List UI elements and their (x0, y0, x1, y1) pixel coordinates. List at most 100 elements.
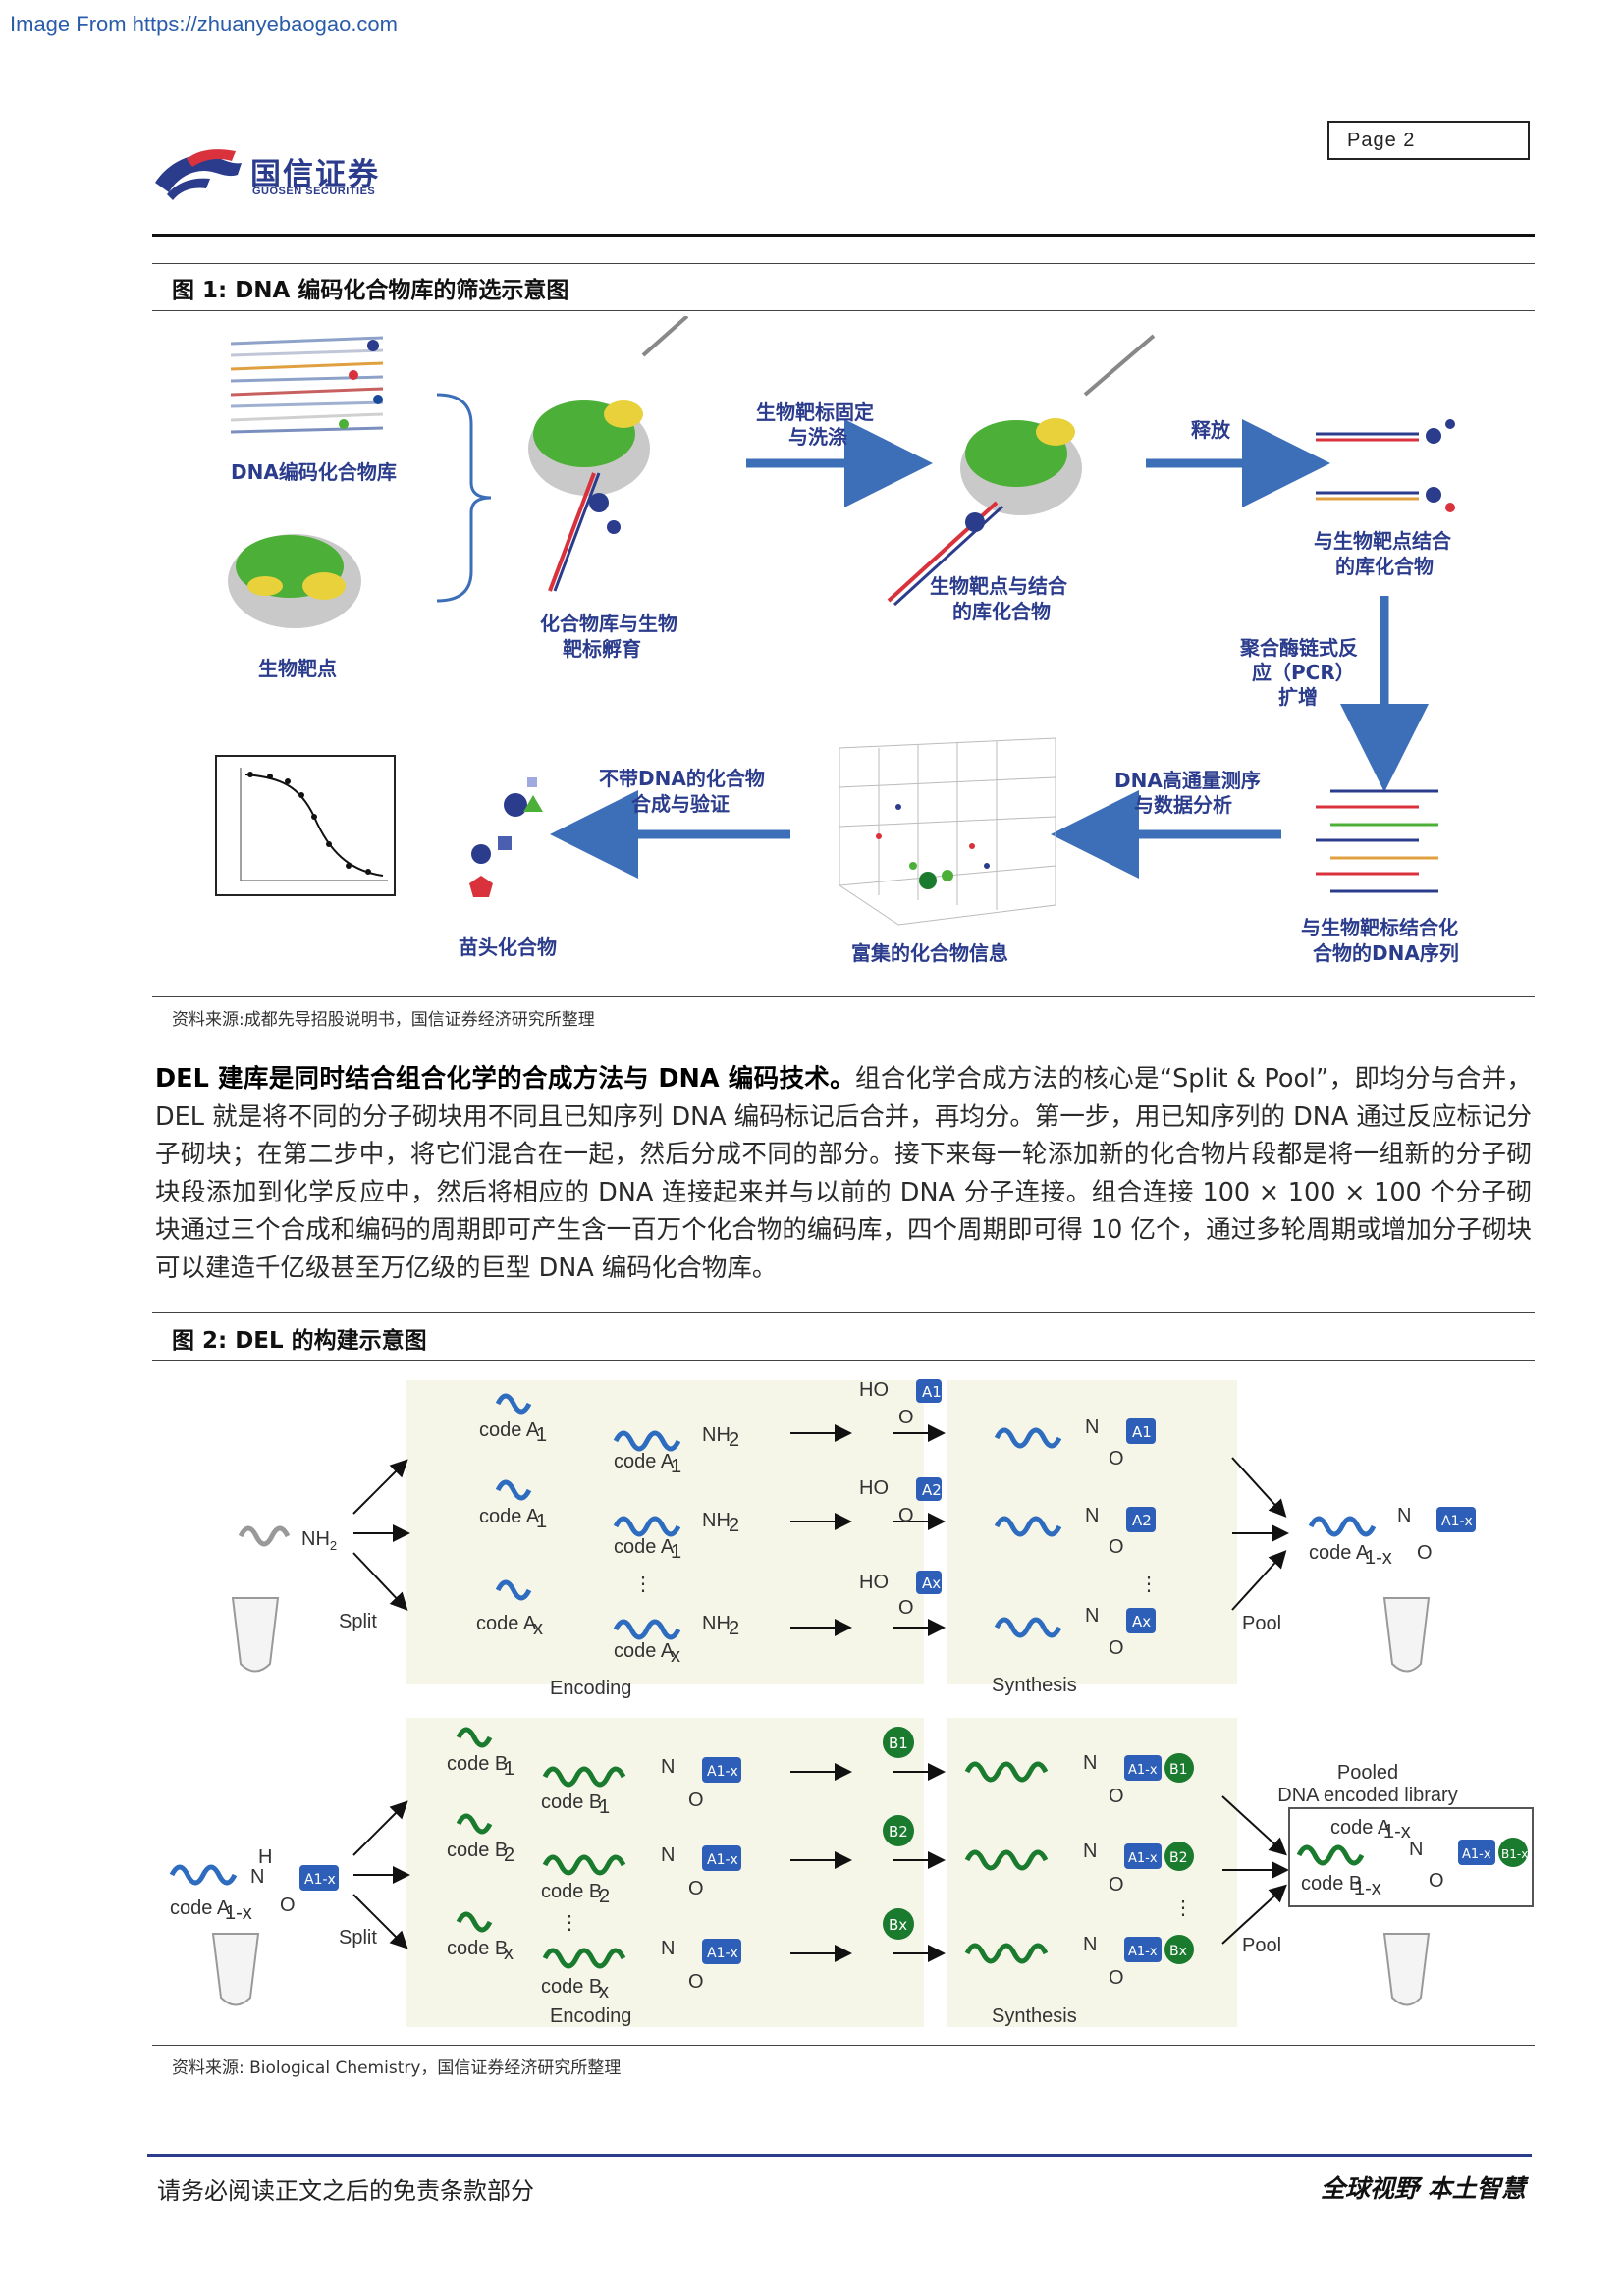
svg-text:⋮: ⋮ (1139, 1574, 1159, 1595)
svg-text:N: N (1083, 1841, 1097, 1862)
svg-text:A1: A1 (922, 1383, 942, 1401)
amplified-dna-icon (1316, 789, 1438, 893)
svg-text:2: 2 (599, 1886, 610, 1907)
svg-text:NH: NH (702, 1424, 731, 1446)
dose-response-chart-icon (215, 755, 396, 896)
label-incubate-1: 化合物库与生物 (540, 612, 677, 635)
svg-text:code A: code A (479, 1419, 540, 1441)
nh2-start: NH2 (301, 1528, 337, 1553)
encoding-label-top: Encoding (550, 1678, 631, 1699)
svg-text:1-x: 1-x (1354, 1878, 1381, 1899)
fig2-top-rule (152, 1312, 1535, 1313)
svg-text:HO: HO (859, 1379, 889, 1401)
svg-text:NH: NH (702, 1613, 731, 1634)
tube-icon (231, 1597, 280, 1673)
label-released-2: 的库化合物 (1335, 555, 1434, 578)
svg-text:N: N (1085, 1416, 1099, 1438)
label-offdna-2: 合成与验证 (631, 792, 730, 816)
svg-text:code B: code B (447, 1938, 508, 1959)
body-paragraph: DEL 建库是同时结合组合化学的合成方法与 DNA 编码技术。组合化学合成方法的… (155, 1060, 1532, 1287)
svg-text:O: O (1109, 1967, 1124, 1989)
svg-text:code B: code B (541, 1791, 602, 1813)
svg-text:O: O (1417, 1542, 1433, 1564)
pool-label-top: Pool (1242, 1613, 1281, 1634)
label-seq-result-1: 与生物靶标结合化 (1301, 916, 1458, 939)
dna-a-start: H N A1-x code A1-x O (169, 1846, 339, 1924)
svg-text:code B: code B (541, 1976, 602, 1998)
svg-text:code A: code A (614, 1640, 675, 1662)
footer-slogan: 全球视野 本土智慧 (1321, 2174, 1526, 2203)
synthesis-label-top: Synthesis (992, 1675, 1077, 1696)
pooled-label-2: DNA encoded library (1277, 1785, 1457, 1806)
split-label-top: Split (339, 1611, 377, 1632)
svg-text:A2: A2 (922, 1481, 942, 1499)
svg-text:Ax: Ax (922, 1575, 941, 1592)
svg-text:A1-x: A1-x (1441, 1514, 1473, 1529)
svg-text:A1-x: A1-x (707, 1852, 738, 1868)
lead-compound-icon (469, 777, 543, 897)
svg-text:N: N (1083, 1934, 1097, 1955)
svg-text:O: O (1109, 1536, 1124, 1558)
label-library: DNA编码化合物库 (231, 460, 397, 484)
svg-text:O: O (688, 1878, 704, 1899)
label-ngs-2: 与数据分析 (1134, 793, 1232, 817)
acid-reagents-top: HO A1 O HO A2 O HO Ax O (859, 1379, 942, 1619)
encoding-label-bottom: Encoding (550, 2005, 631, 2027)
svg-text:A1-x: A1-x (1128, 1945, 1158, 1959)
svg-text:N: N (1085, 1605, 1099, 1627)
fig1-title-rule (152, 310, 1535, 311)
svg-text:O: O (1109, 1637, 1124, 1659)
svg-text:2: 2 (729, 1429, 739, 1451)
svg-text:B2: B2 (1169, 1850, 1188, 1866)
svg-text:x: x (533, 1618, 543, 1639)
svg-text:1-x: 1-x (1383, 1821, 1411, 1842)
svg-text:A1-x: A1-x (1128, 1851, 1158, 1866)
svg-text:A1: A1 (1132, 1423, 1152, 1441)
svg-text:B1: B1 (889, 1735, 908, 1752)
pooled-label-1: Pooled (1337, 1762, 1398, 1784)
label-lead: 苗头化合物 (459, 935, 557, 959)
svg-text:O: O (688, 1971, 704, 1993)
svg-text:code A: code A (476, 1613, 537, 1634)
svg-text:N: N (250, 1866, 264, 1888)
svg-text:N: N (1397, 1505, 1411, 1526)
svg-text:Bx: Bx (889, 1916, 907, 1934)
label-bound-2: 的库化合物 (952, 600, 1051, 623)
svg-text:O: O (1109, 1448, 1124, 1469)
svg-text:O: O (1109, 1874, 1124, 1896)
svg-text:N: N (1083, 1752, 1097, 1774)
guosen-logo-icon (155, 149, 242, 200)
label-offdna-1: 不带DNA的化合物 (599, 767, 765, 790)
svg-text:1: 1 (599, 1796, 610, 1818)
incubation-complex-icon (528, 316, 689, 592)
header-divider (152, 234, 1535, 237)
source-url[interactable]: Image From https://zhuanyebaogao.com (10, 12, 398, 36)
svg-text:code A: code A (614, 1451, 675, 1472)
synthesis-label-bottom: Synthesis (992, 2005, 1077, 2027)
svg-text:code A: code A (170, 1897, 231, 1919)
fig1-source: 资料来源:成都先导招股说明书，国信证券经济研究所整理 (172, 1010, 595, 1030)
logo-text-cn: 国信证券 (250, 157, 380, 192)
svg-text:Ax: Ax (1132, 1613, 1151, 1630)
svg-text:NH: NH (702, 1510, 731, 1531)
bound-complex-icon (887, 334, 1156, 607)
label-fix-2: 与洗涤 (788, 425, 847, 449)
svg-text:N: N (661, 1756, 675, 1778)
svg-text:⋮: ⋮ (560, 1912, 579, 1934)
scatter-3d-icon (839, 737, 1056, 926)
synthesis-panel-top (947, 1380, 1237, 1684)
tube-icon-bottom (211, 1933, 260, 2006)
footer-disclaimer: 请务必阅读正文之后的免责条款部分 (157, 2177, 534, 2205)
pool-label-bottom: Pool (1242, 1935, 1281, 1956)
svg-text:code B: code B (447, 1753, 508, 1775)
svg-text:code A: code A (614, 1536, 675, 1558)
encoding-rows-bottom: code B1 N A1-x code B1 O code B2 N A1-x … (447, 1727, 741, 2002)
encoding-rows-top: code A1 NH2 code A1 code A1 NH2 code A1 … (476, 1393, 739, 1667)
svg-text:code B: code B (447, 1840, 508, 1861)
svg-text:code B: code B (1301, 1873, 1362, 1895)
svg-text:x: x (599, 1981, 609, 2002)
fig1-title: 图 1: DNA 编码化合物库的筛选示意图 (172, 278, 569, 303)
label-fix-1: 生物靶标固定 (756, 400, 874, 424)
svg-text:1-x: 1-x (225, 1902, 252, 1924)
figure1-diagram: DNA编码化合物库 生物靶点 化合物库与生物 靶标孵育 生物靶标固定 与洗涤 生… (215, 316, 1459, 965)
